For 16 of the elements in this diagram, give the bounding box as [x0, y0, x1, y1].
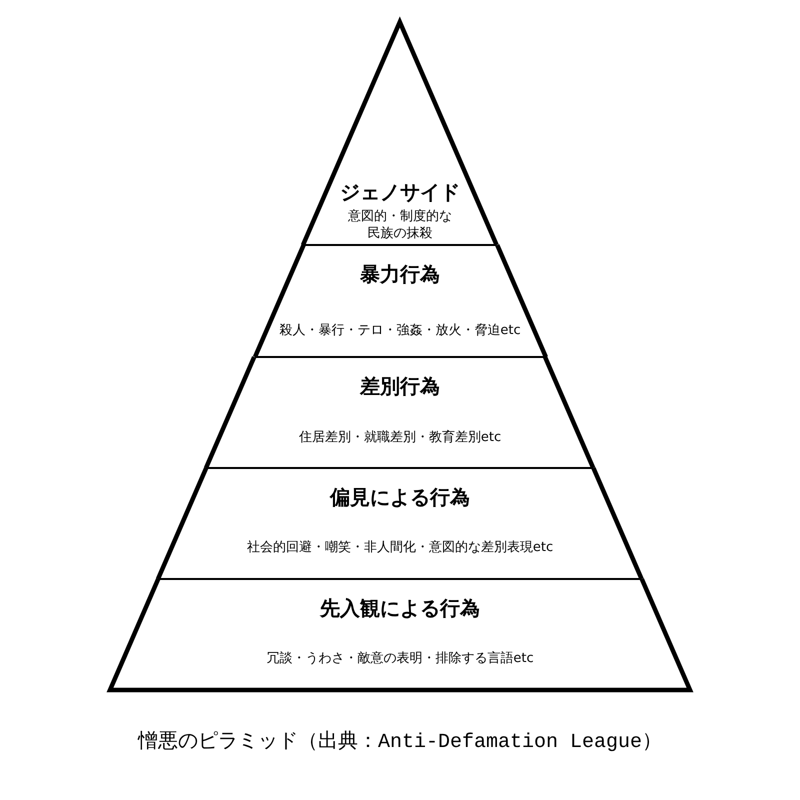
- pyramid-tier: [155, 467, 645, 580]
- tier-examples: 住居差別・就職差別・教育差別etc: [298, 429, 502, 446]
- pyramid-tier: [104, 578, 696, 694]
- tier-examples: 意図的・制度的な民族の抹殺: [346, 208, 453, 242]
- pyramid-tier: [203, 356, 597, 470]
- tier-heading: 差別行為: [360, 374, 440, 398]
- tier-examples: 冗談・うわさ・敵意の表明・排除する言語etc: [266, 650, 534, 667]
- pyramid-tier: [300, 15, 500, 246]
- tier-examples: 社会的回避・嘲笑・非人間化・意図的な差別表現etc: [246, 539, 554, 556]
- tier-examples: 殺人・暴行・テロ・強姦・放火・脅迫etc: [279, 322, 521, 339]
- tier-heading: 偏見による行為: [330, 485, 470, 509]
- caption: 憎悪のピラミッド（出典：Anti-Defamation League）: [138, 730, 662, 756]
- tier-heading: 先入観による行為: [320, 596, 480, 620]
- tier-heading: ジェノサイド: [340, 180, 460, 204]
- tier-heading: 暴力行為: [360, 262, 440, 286]
- pyramid-tier: [252, 244, 548, 358]
